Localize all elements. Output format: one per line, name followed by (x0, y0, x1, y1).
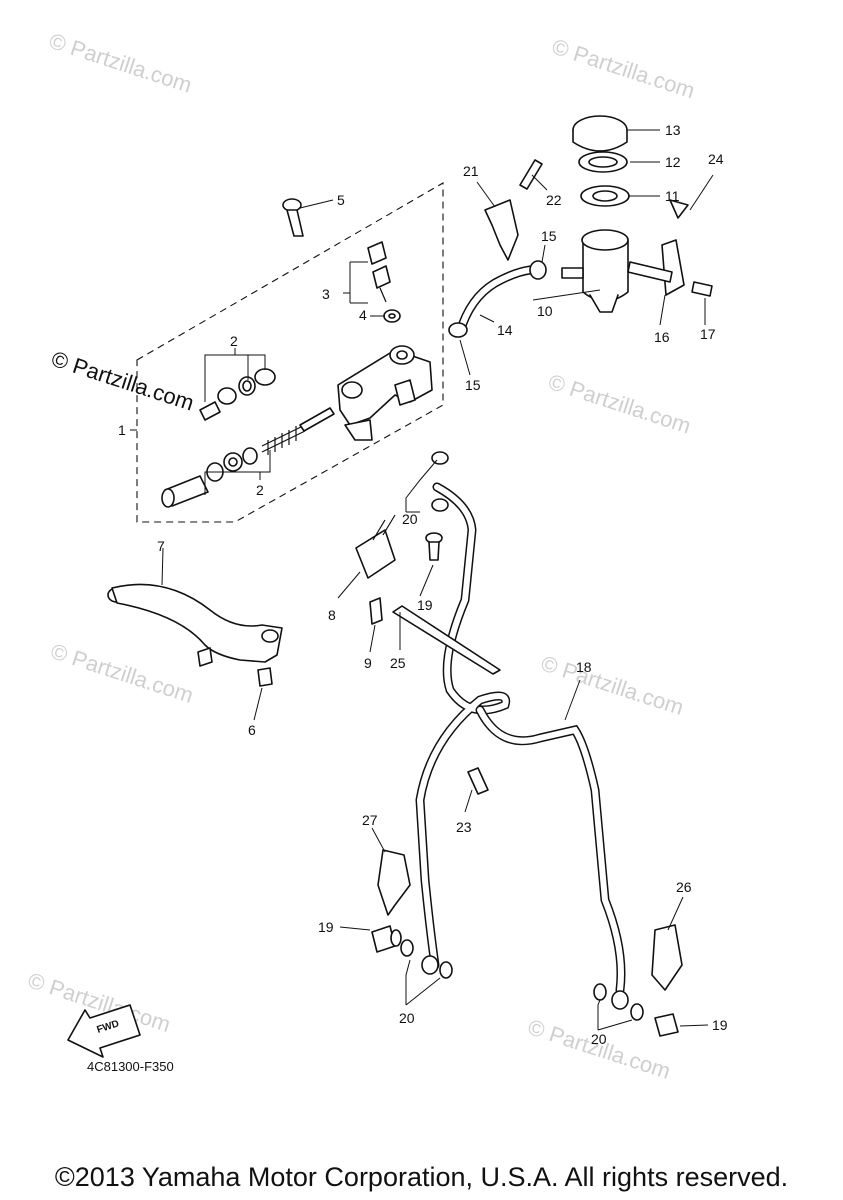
callout-22: 22 (546, 192, 562, 208)
callout-2-lower: 2 (256, 482, 264, 498)
watermark-5: © Partzilla.com (538, 650, 687, 720)
hose-guide-27 (377, 849, 411, 916)
callout-27: 27 (362, 812, 378, 828)
callout-26: 26 (676, 879, 692, 895)
callout-2-upper: 2 (230, 333, 238, 349)
gaskets-lower-left (400, 939, 453, 979)
brake-switch (355, 514, 396, 625)
callout-3: 3 (322, 286, 330, 302)
holder-21 (484, 159, 543, 261)
callout-20-upper: 20 (402, 511, 418, 527)
watermark-1: © Partzilla.com (46, 28, 195, 98)
callout-6: 6 (248, 722, 256, 738)
gaskets-upper (431, 451, 449, 512)
reservoir-bracket (627, 199, 713, 297)
bolt-23 (467, 767, 489, 795)
callout-17: 17 (700, 326, 716, 342)
callout-12: 12 (665, 154, 681, 170)
watermark-prominent: © Partzilla.com (48, 346, 197, 416)
master-cylinder-body (337, 345, 433, 441)
callout-21: 21 (463, 163, 479, 179)
piston-kit (161, 368, 335, 508)
watermark-4: © Partzilla.com (48, 638, 197, 708)
callout-11: 11 (665, 188, 680, 204)
callout-14: 14 (497, 322, 513, 338)
bleed-screw (367, 241, 401, 323)
watermark-2: © Partzilla.com (549, 34, 698, 104)
callout-25: 25 (390, 655, 406, 671)
banjo-bolt-lower-right (654, 1013, 679, 1037)
callout-numbers: 1 2 2 3 4 5 6 7 8 9 10 11 12 13 14 15 15… (118, 122, 728, 1047)
callout-5: 5 (337, 192, 345, 208)
cable-tie (392, 605, 501, 675)
reservoir-assembly (561, 115, 630, 313)
diagram-code: 4C81300-F350 (87, 1059, 174, 1074)
callout-7: 7 (157, 538, 165, 554)
callout-18: 18 (576, 659, 592, 675)
callout-24: 24 (708, 151, 724, 167)
callout-19-left: 19 (318, 919, 334, 935)
callout-20-left: 20 (399, 1010, 415, 1026)
banjo-bolt-upper (425, 532, 443, 561)
hose-clamps (448, 260, 547, 338)
bolt-5 (282, 198, 304, 237)
banjo-bolt-lower-left (371, 925, 402, 953)
brake-lever (107, 583, 283, 687)
callout-19-upper: 19 (417, 597, 433, 613)
callout-20-right: 20 (591, 1031, 607, 1047)
callout-9: 9 (364, 655, 372, 671)
callout-8: 8 (328, 607, 336, 623)
gaskets-lower-right (593, 983, 644, 1021)
callout-16: 16 (654, 329, 670, 345)
watermark-7: © Partzilla.com (525, 1014, 674, 1084)
callout-23: 23 (456, 819, 472, 835)
hose-guide-26 (651, 924, 683, 991)
callout-4: 4 (359, 307, 367, 323)
reservoir-hose (455, 265, 535, 337)
callout-15-lower: 15 (465, 377, 481, 393)
callout-13: 13 (665, 122, 681, 138)
callout-15-upper: 15 (541, 228, 557, 244)
callout-10: 10 (537, 303, 553, 319)
watermark-3: © Partzilla.com (545, 369, 694, 439)
fwd-arrow-icon: FWD (67, 1004, 141, 1058)
copyright-notice: ©2013 Yamaha Motor Corporation, U.S.A. A… (54, 1162, 789, 1192)
master-cylinder-kit-outline (136, 182, 444, 523)
callout-19-right: 19 (712, 1017, 728, 1033)
callout-1: 1 (118, 422, 126, 438)
leader-lines (130, 129, 714, 1031)
